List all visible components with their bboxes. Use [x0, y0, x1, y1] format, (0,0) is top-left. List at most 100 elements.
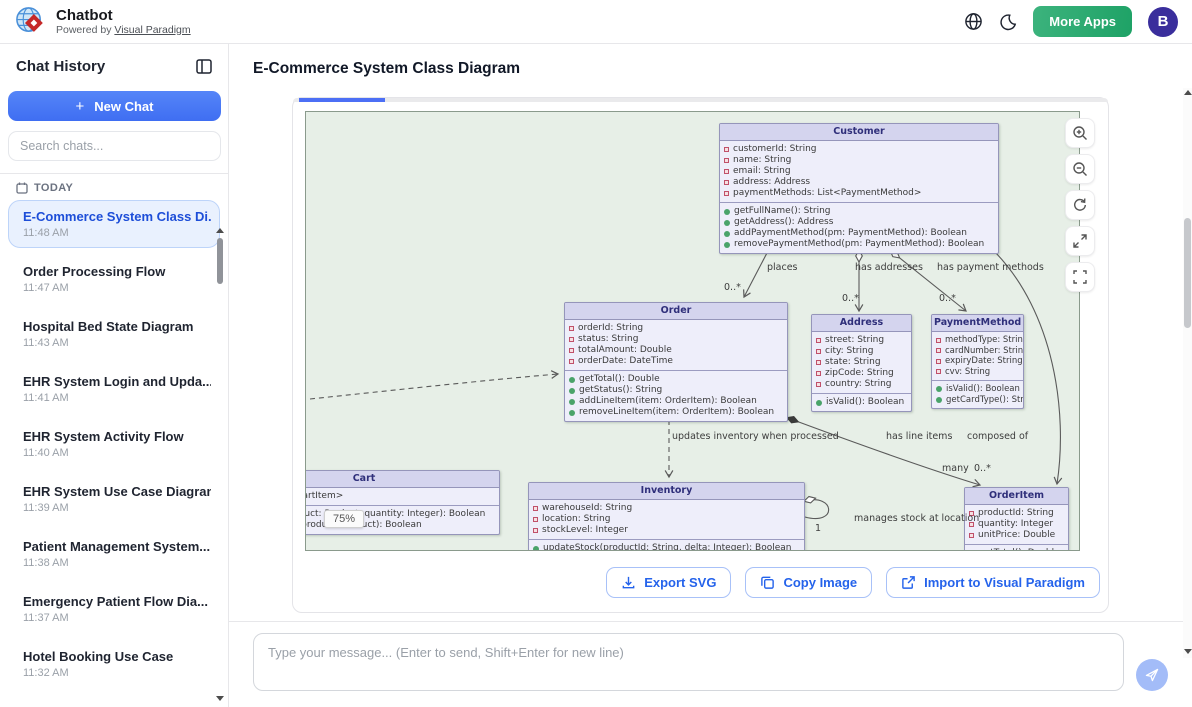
- method-icon: [969, 551, 975, 552]
- dark-mode-button[interactable]: [999, 13, 1017, 31]
- method-icon: [724, 230, 730, 237]
- zoom-in-button[interactable]: [1065, 118, 1095, 148]
- copy-image-button[interactable]: Copy Image: [745, 567, 873, 598]
- search-chats-input[interactable]: [8, 131, 221, 161]
- chat-history-list: E-Commerce System Class Di...11:48 AM Ord…: [0, 198, 228, 697]
- member-text: warehouseId: String: [542, 503, 633, 513]
- method-icon: [533, 545, 539, 550]
- chat-history-item[interactable]: Patient Management System...11:38 AM: [8, 530, 220, 578]
- reset-view-button[interactable]: [1065, 190, 1095, 220]
- member-text: getTotal(): Double: [979, 548, 1060, 550]
- progress-fill: [299, 98, 385, 102]
- attributes-section: items: List<CartItem>: [306, 488, 499, 505]
- member-text: street: String: [825, 335, 885, 345]
- visual-paradigm-link[interactable]: Visual Paradigm: [114, 23, 191, 36]
- scroll-down-arrow[interactable]: [1183, 649, 1192, 654]
- chat-history-item[interactable]: EHR System Login and Upda...11:41 AM: [8, 365, 220, 413]
- fullscreen-icon: [1073, 270, 1087, 284]
- scroll-down-arrow[interactable]: [216, 696, 224, 701]
- zoom-out-button[interactable]: [1065, 154, 1095, 184]
- sidebar-scrollbar[interactable]: [216, 226, 224, 705]
- member-text: expiryDate: String: [945, 356, 1023, 366]
- member-text: methodType: String: [945, 335, 1024, 345]
- attribute-icon: [816, 349, 821, 354]
- chat-history-item[interactable]: Emergency Patient Flow Dia...11:37 AM: [8, 585, 220, 633]
- attribute-icon: [969, 511, 974, 516]
- attribute-icon: [569, 326, 574, 331]
- send-button[interactable]: [1136, 659, 1168, 691]
- member-text: address: Address: [733, 177, 811, 187]
- new-chat-button[interactable]: + New Chat: [8, 91, 221, 121]
- method-icon: [569, 398, 575, 405]
- scrollbar-thumb[interactable]: [1184, 218, 1191, 328]
- uml-method: addLineItem(item: OrderItem): Boolean: [569, 396, 783, 407]
- globe-icon: [965, 13, 983, 30]
- message-input[interactable]: [253, 633, 1124, 691]
- member-text: location: String: [542, 514, 611, 524]
- sidebar: Chat History + New Chat: [0, 44, 229, 707]
- chat-time: 11:41 AM: [23, 392, 69, 404]
- multiplicity-one: 1: [815, 523, 822, 534]
- uml-method: removePaymentMethod(pm: PaymentMethod): …: [724, 239, 994, 250]
- chat-title: Hotel Booking Use Case: [23, 649, 174, 664]
- chat-title: Hospital Bed State Diagram: [23, 319, 194, 334]
- visual-paradigm-logo: [16, 7, 43, 32]
- chat-history-item[interactable]: E-Commerce System Class Di...11:48 AM: [8, 200, 220, 248]
- collapse-sidebar-button[interactable]: [196, 59, 212, 74]
- uml-attribute: productId: String: [969, 508, 1064, 519]
- main-scrollbar[interactable]: [1183, 88, 1192, 658]
- scroll-up-arrow[interactable]: [1183, 90, 1192, 95]
- member-text: orderId: String: [578, 323, 644, 333]
- attribute-icon: [969, 522, 974, 527]
- uml-attribute: name: String: [724, 155, 994, 166]
- member-text: getStatus(): String: [579, 385, 663, 395]
- user-avatar[interactable]: B: [1148, 6, 1178, 37]
- language-button[interactable]: [964, 12, 983, 31]
- member-text: removePaymentMethod(pm: PaymentMethod): …: [734, 239, 985, 249]
- chat-time: 11:38 AM: [23, 557, 69, 569]
- member-text: cardNumber: String: [945, 345, 1024, 356]
- uml-method: getTotal(): Double: [569, 374, 783, 385]
- expand-button[interactable]: [1065, 226, 1095, 256]
- export-svg-button[interactable]: Export SVG: [606, 567, 732, 598]
- scrollbar-thumb[interactable]: [217, 238, 223, 284]
- scroll-up-arrow[interactable]: [216, 228, 224, 233]
- sidebar-header: Chat History: [0, 44, 228, 85]
- attribute-icon: [569, 337, 574, 342]
- attribute-icon: [936, 358, 941, 364]
- chat-time: 11:37 AM: [23, 612, 69, 624]
- chat-time: 11:39 AM: [23, 502, 69, 514]
- multiplicity-many: many: [942, 463, 969, 474]
- import-to-visual-paradigm-button[interactable]: Import to Visual Paradigm: [886, 567, 1100, 598]
- member-text: country: String: [825, 379, 892, 389]
- chat-time: 11:47 AM: [23, 282, 69, 294]
- attribute-icon: [569, 348, 574, 353]
- relationship-edges: [309, 112, 1063, 520]
- uml-attribute: cardNumber: String: [936, 346, 1023, 357]
- uml-method: getAddress(): Address: [724, 217, 994, 228]
- member-text: removeLineItem(item: OrderItem): Boolean: [579, 407, 775, 417]
- calendar-icon: [16, 182, 28, 194]
- uml-class-title: Customer: [720, 124, 998, 141]
- more-apps-button[interactable]: More Apps: [1033, 6, 1132, 37]
- chat-title: Order Processing Flow: [23, 264, 166, 279]
- plus-icon: +: [75, 97, 85, 115]
- new-chat-label: New Chat: [94, 98, 154, 114]
- fullscreen-button[interactable]: [1065, 262, 1095, 292]
- header-actions: More Apps B: [964, 6, 1178, 37]
- app-header: Chatbot Powered by Visual Paradigm More …: [0, 0, 1192, 44]
- body-row: Chat History + New Chat: [0, 44, 1192, 707]
- chat-history-item[interactable]: Order Processing Flow 11:47 AM: [8, 255, 220, 303]
